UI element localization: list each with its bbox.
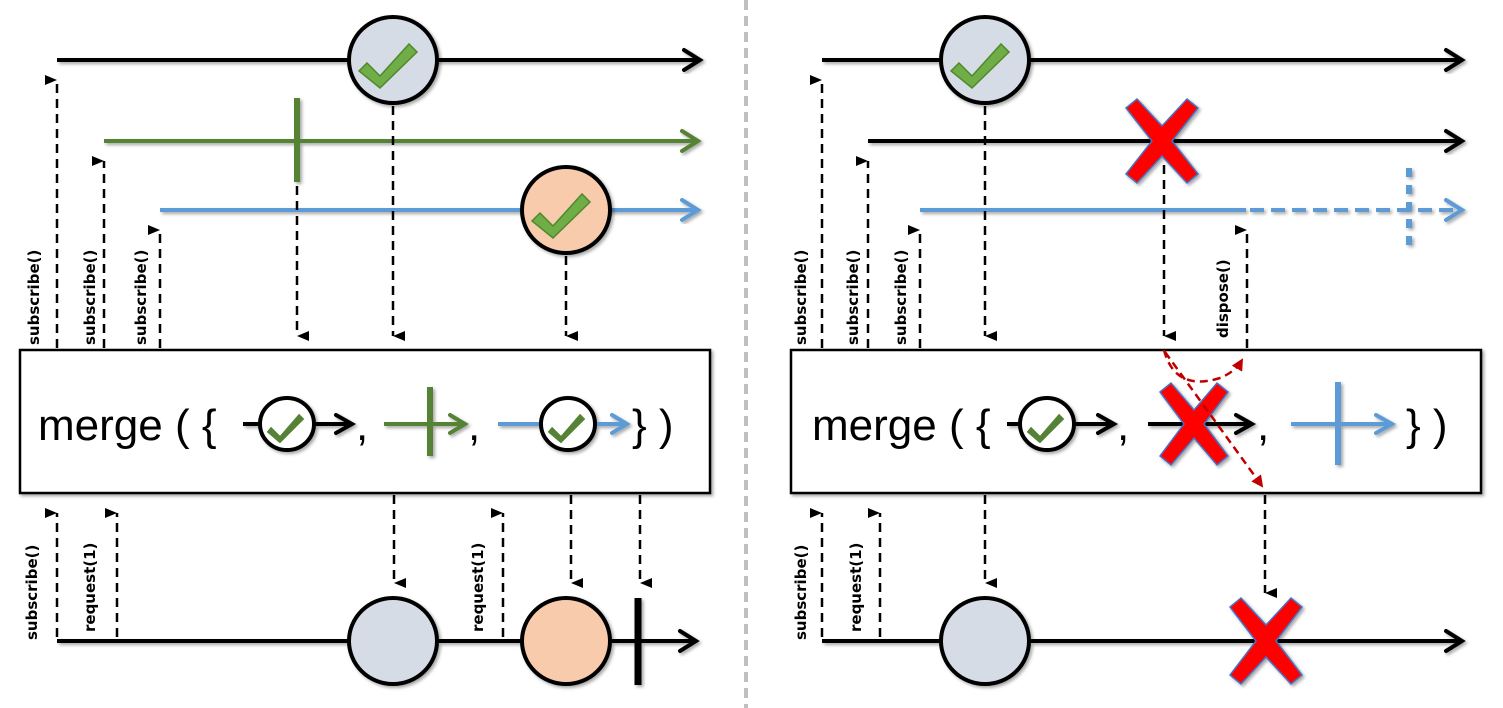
downstream-arrows: [810, 495, 1277, 637]
left-panel: subscribe() subscribe() subscribe() merg…: [18, 15, 712, 686]
check-icon: [357, 42, 419, 90]
comma-2: ,: [1257, 401, 1269, 450]
subscribe-label-2: subscribe(): [844, 250, 862, 345]
output-timeline: [822, 596, 1466, 686]
subscribe-label-1: subscribe(): [792, 250, 810, 345]
subscribe-label-3: subscribe(): [132, 250, 150, 345]
check-icon: [1025, 412, 1066, 445]
check-icon: [546, 412, 587, 445]
source-timeline-1: [822, 48, 1466, 72]
source-timeline-3: [160, 198, 702, 222]
source-timeline-3: [920, 168, 1466, 250]
output-error-x-icon: [1228, 596, 1304, 686]
right-panel: subscribe() subscribe() subscribe() disp…: [789, 15, 1483, 686]
inner-glyph-black-error: [1148, 381, 1257, 467]
source-timeline-2: [104, 98, 702, 182]
closing-brace: } ): [632, 401, 674, 450]
check-icon: [265, 412, 306, 445]
dispose-label: dispose(): [1214, 259, 1232, 338]
subscribe-label-1: subscribe(): [25, 250, 43, 345]
downstream-arrows: [45, 495, 652, 637]
check-icon: [949, 42, 1011, 90]
source-1-item-check: [939, 15, 1031, 105]
subscribe-label-2: subscribe(): [81, 250, 99, 345]
inner-glyph-blue-check: [498, 396, 631, 452]
error-x-icon: [1158, 381, 1230, 467]
inner-glyph-black-check: [1007, 396, 1119, 452]
output-item-orange: [520, 596, 612, 686]
merge-title: merge ( {: [812, 401, 991, 450]
request-label-1: request(1): [81, 543, 99, 632]
merge-operator-box: [789, 348, 1483, 495]
comma-1: ,: [356, 401, 368, 450]
output-item-gray: [347, 596, 439, 686]
closing-brace: } ): [1406, 401, 1448, 450]
check-icon: [530, 192, 592, 240]
comma-2: ,: [468, 401, 480, 450]
inner-glyph-black-check: [243, 396, 357, 452]
inner-glyph-green-bar: [384, 387, 469, 456]
inner-glyph-blue-bar: [1291, 382, 1397, 465]
output-item-gray: [939, 596, 1031, 686]
downstream-subscribe-label: subscribe(): [23, 545, 41, 640]
dispose-flow-arrows: [1162, 349, 1264, 488]
request-label-2: request(1): [469, 543, 487, 632]
merge-title: merge ( {: [38, 401, 217, 450]
output-timeline: [57, 596, 700, 686]
source-1-item-check: [347, 15, 439, 105]
source-3-item-check: [520, 165, 612, 255]
upstream-arrows: [45, 75, 578, 348]
comma-1: ,: [1117, 401, 1129, 450]
upstream-arrows: [810, 75, 1249, 348]
source-2-error-x-icon: [1124, 97, 1200, 185]
subscribe-label-3: subscribe(): [892, 250, 910, 345]
request-label: request(1): [847, 543, 865, 632]
downstream-subscribe-label: subscribe(): [792, 545, 810, 640]
